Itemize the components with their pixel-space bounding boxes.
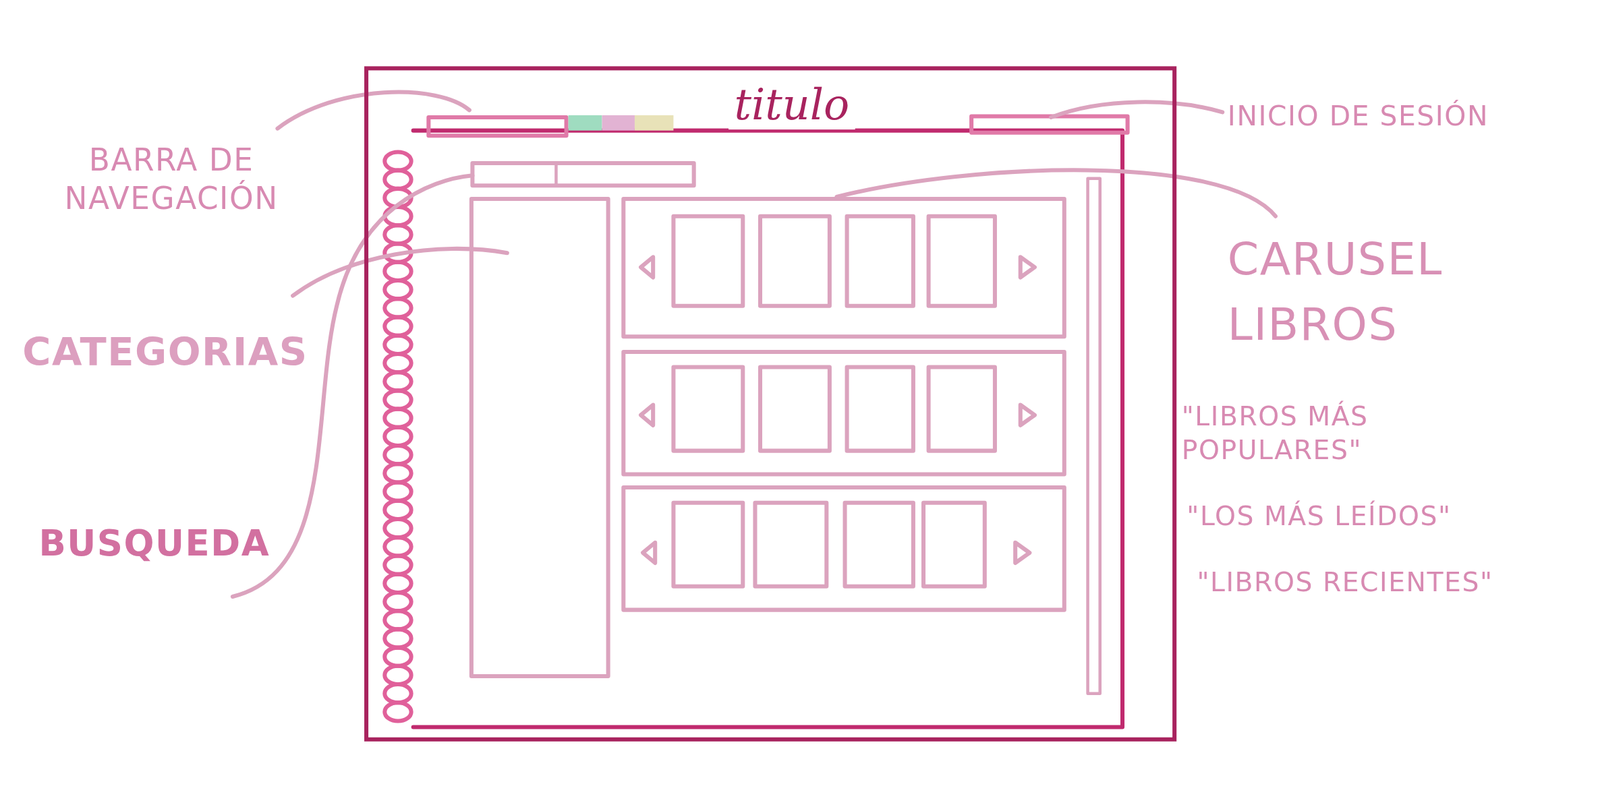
annotation-label: "LIBROS RECIENTES"	[1196, 566, 1585, 600]
page-title: titulo	[727, 79, 856, 130]
inner-page	[413, 130, 1123, 728]
search-divider	[554, 165, 558, 184]
categories-panel	[471, 198, 609, 677]
annotation-label: BUSQUEDA	[38, 522, 304, 568]
search-bar	[472, 163, 694, 186]
annotation-label: "LOS MÁS LEÍDOS"	[1186, 499, 1524, 533]
nav-bar	[428, 117, 566, 136]
annotation-label: CATEGORIAS	[22, 328, 359, 378]
nav-tab	[602, 115, 635, 131]
annotation-label: BARRA DE NAVEGACIÓN	[53, 140, 291, 218]
login-bar	[971, 116, 1128, 133]
annotation-label: INICIO DE SESIÓN	[1227, 99, 1596, 134]
spiral-binding	[384, 151, 411, 722]
leader-lines	[232, 92, 1276, 597]
nav-tab	[634, 115, 674, 131]
nav-tab	[568, 115, 603, 131]
scrollbar	[1088, 178, 1101, 695]
annotation-label: "LIBROS MÁS POPULARES"	[1181, 400, 1447, 467]
page-frame: titulo	[364, 66, 1177, 742]
carousel-rows	[623, 198, 1065, 611]
annotation-label: CARUSEL LIBROS	[1227, 226, 1483, 357]
